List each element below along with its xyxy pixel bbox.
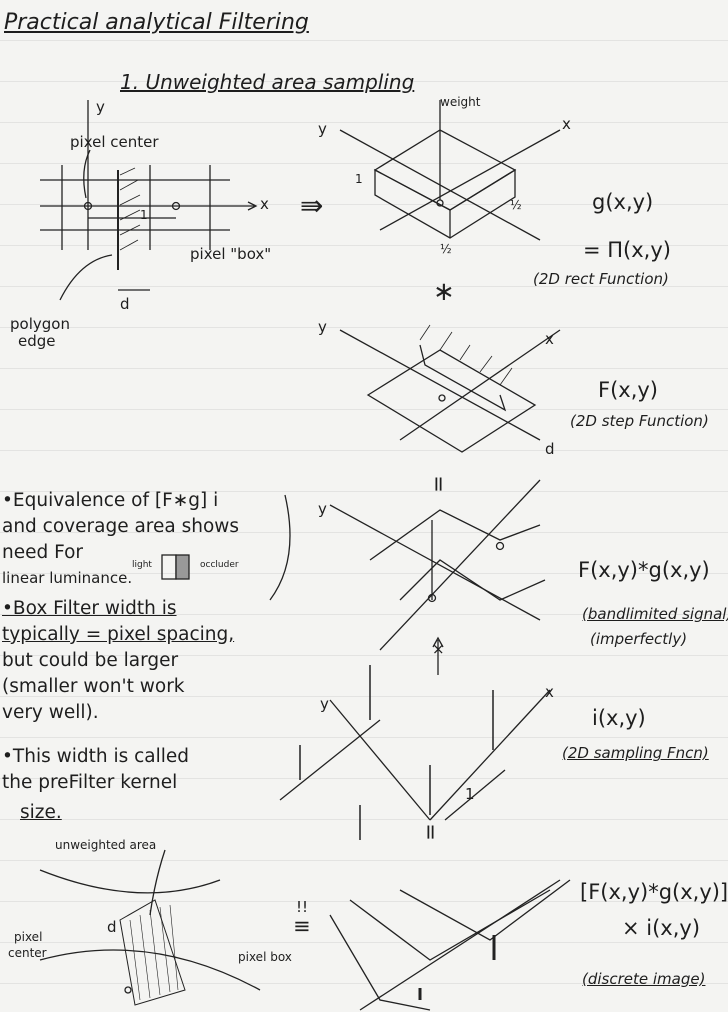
bullet3-line1: •This width is called xyxy=(2,746,190,767)
rect-caption: (2D rect Function) xyxy=(533,270,669,288)
page-title: Practical analytical Filtering xyxy=(4,10,309,35)
f-equation: F(x,y) xyxy=(598,378,658,402)
light-occluder-icon xyxy=(161,554,177,580)
imperfectly-caption: (imperfectly) xyxy=(590,630,688,648)
pixel-grid-diagram xyxy=(40,100,258,301)
bullet1-line2: and coverage area shows xyxy=(2,516,240,537)
bullet3-line2: the preFilter kernel xyxy=(2,772,178,793)
times-symbol: × xyxy=(432,640,445,658)
bullet2-line1: •Box Filter width is xyxy=(2,598,177,619)
sampling-equals: = xyxy=(418,823,443,841)
unweighted-area-label: unweighted area xyxy=(55,838,157,852)
sampling-x-axis-label: x xyxy=(545,683,554,701)
bullet1-line4: linear luminance. xyxy=(2,569,133,587)
edge-label: edge xyxy=(18,332,56,350)
bracket-curve xyxy=(269,494,291,601)
step-x-axis-label: x xyxy=(545,330,554,348)
pixel-box-area-diagram xyxy=(39,849,261,1006)
final-equation-line2: × i(x,y) xyxy=(622,916,701,940)
pixel-center-bottom-2: center xyxy=(8,946,47,960)
rect-function-box xyxy=(339,100,561,241)
pixel-y-axis-label: y xyxy=(96,98,105,116)
bandlimited-caption: (bandlimited signal) xyxy=(582,605,728,623)
pixel-center-bottom-1: pixel xyxy=(14,930,43,944)
bullet2-line3: but could be larger xyxy=(2,650,179,671)
step-caption: (2D step Function) xyxy=(570,412,709,430)
sampling-caption: (2D sampling Fncn) xyxy=(562,744,709,762)
convolution-symbol: ∗ xyxy=(433,277,455,307)
equals-rotated: = xyxy=(426,475,451,493)
convolved-equation: F(x,y)*g(x,y) xyxy=(578,558,710,582)
conv-y-axis-label: y xyxy=(318,500,327,518)
pixel-box-label: pixel "box" xyxy=(190,245,272,263)
bottom-d-label: d xyxy=(107,918,117,936)
step-y-axis-label: y xyxy=(318,318,327,336)
bandlimited-diagram xyxy=(329,479,546,675)
pixel-x-axis-label: x xyxy=(260,195,269,213)
rect-equation: = Π(x,y) xyxy=(583,238,671,262)
sampling-unit-label: 1 xyxy=(465,785,475,803)
discrete-image-diagram xyxy=(329,879,571,1011)
d-label: d xyxy=(120,295,130,313)
pixel-center-label: pixel center xyxy=(70,133,159,151)
bang-symbol: !! xyxy=(296,898,309,916)
box-y-axis-label: y xyxy=(318,120,327,138)
implies-arrow: ⇛ xyxy=(300,189,323,222)
box-height-label: 1 xyxy=(355,172,363,186)
light-label: light xyxy=(132,560,152,570)
sampling-y-axis-label: y xyxy=(320,695,329,713)
step-function-diagram xyxy=(339,324,561,453)
polygon-label: polygon xyxy=(10,315,70,333)
bullet3-line3: size. xyxy=(20,802,62,823)
weight-label: weight xyxy=(440,95,481,109)
i-equation: i(x,y) xyxy=(592,706,646,730)
box-half-label-b: ½ xyxy=(440,242,452,256)
step-d-label: d xyxy=(545,440,555,458)
bullet2-line2: typically = pixel spacing, xyxy=(2,624,235,645)
box-half-label-a: ½ xyxy=(510,198,522,212)
final-equation-line1: [F(x,y)*g(x,y)] xyxy=(580,880,728,904)
bullet2-line5: very well). xyxy=(2,702,99,723)
g-equation: g(x,y) xyxy=(592,190,654,214)
pixel-box-bottom-label: pixel box xyxy=(238,950,292,964)
bullet2-line4: (smaller won't work xyxy=(2,676,185,697)
box-x-axis-label: x xyxy=(562,115,571,133)
bullet1-line1: •Equivalence of [F∗g] i xyxy=(2,490,219,511)
bullet1-line3: need For xyxy=(2,542,84,563)
section-heading: 1. Unweighted area sampling xyxy=(120,70,415,94)
sampling-comb-diagram xyxy=(279,665,551,840)
occluder-shading-icon xyxy=(175,554,190,580)
discrete-image-caption: (discrete image) xyxy=(582,970,706,988)
pixel-unit-label: 1 xyxy=(140,208,148,222)
occluder-label: occluder xyxy=(200,560,239,570)
equivalent-symbol: ≡ xyxy=(293,914,311,938)
